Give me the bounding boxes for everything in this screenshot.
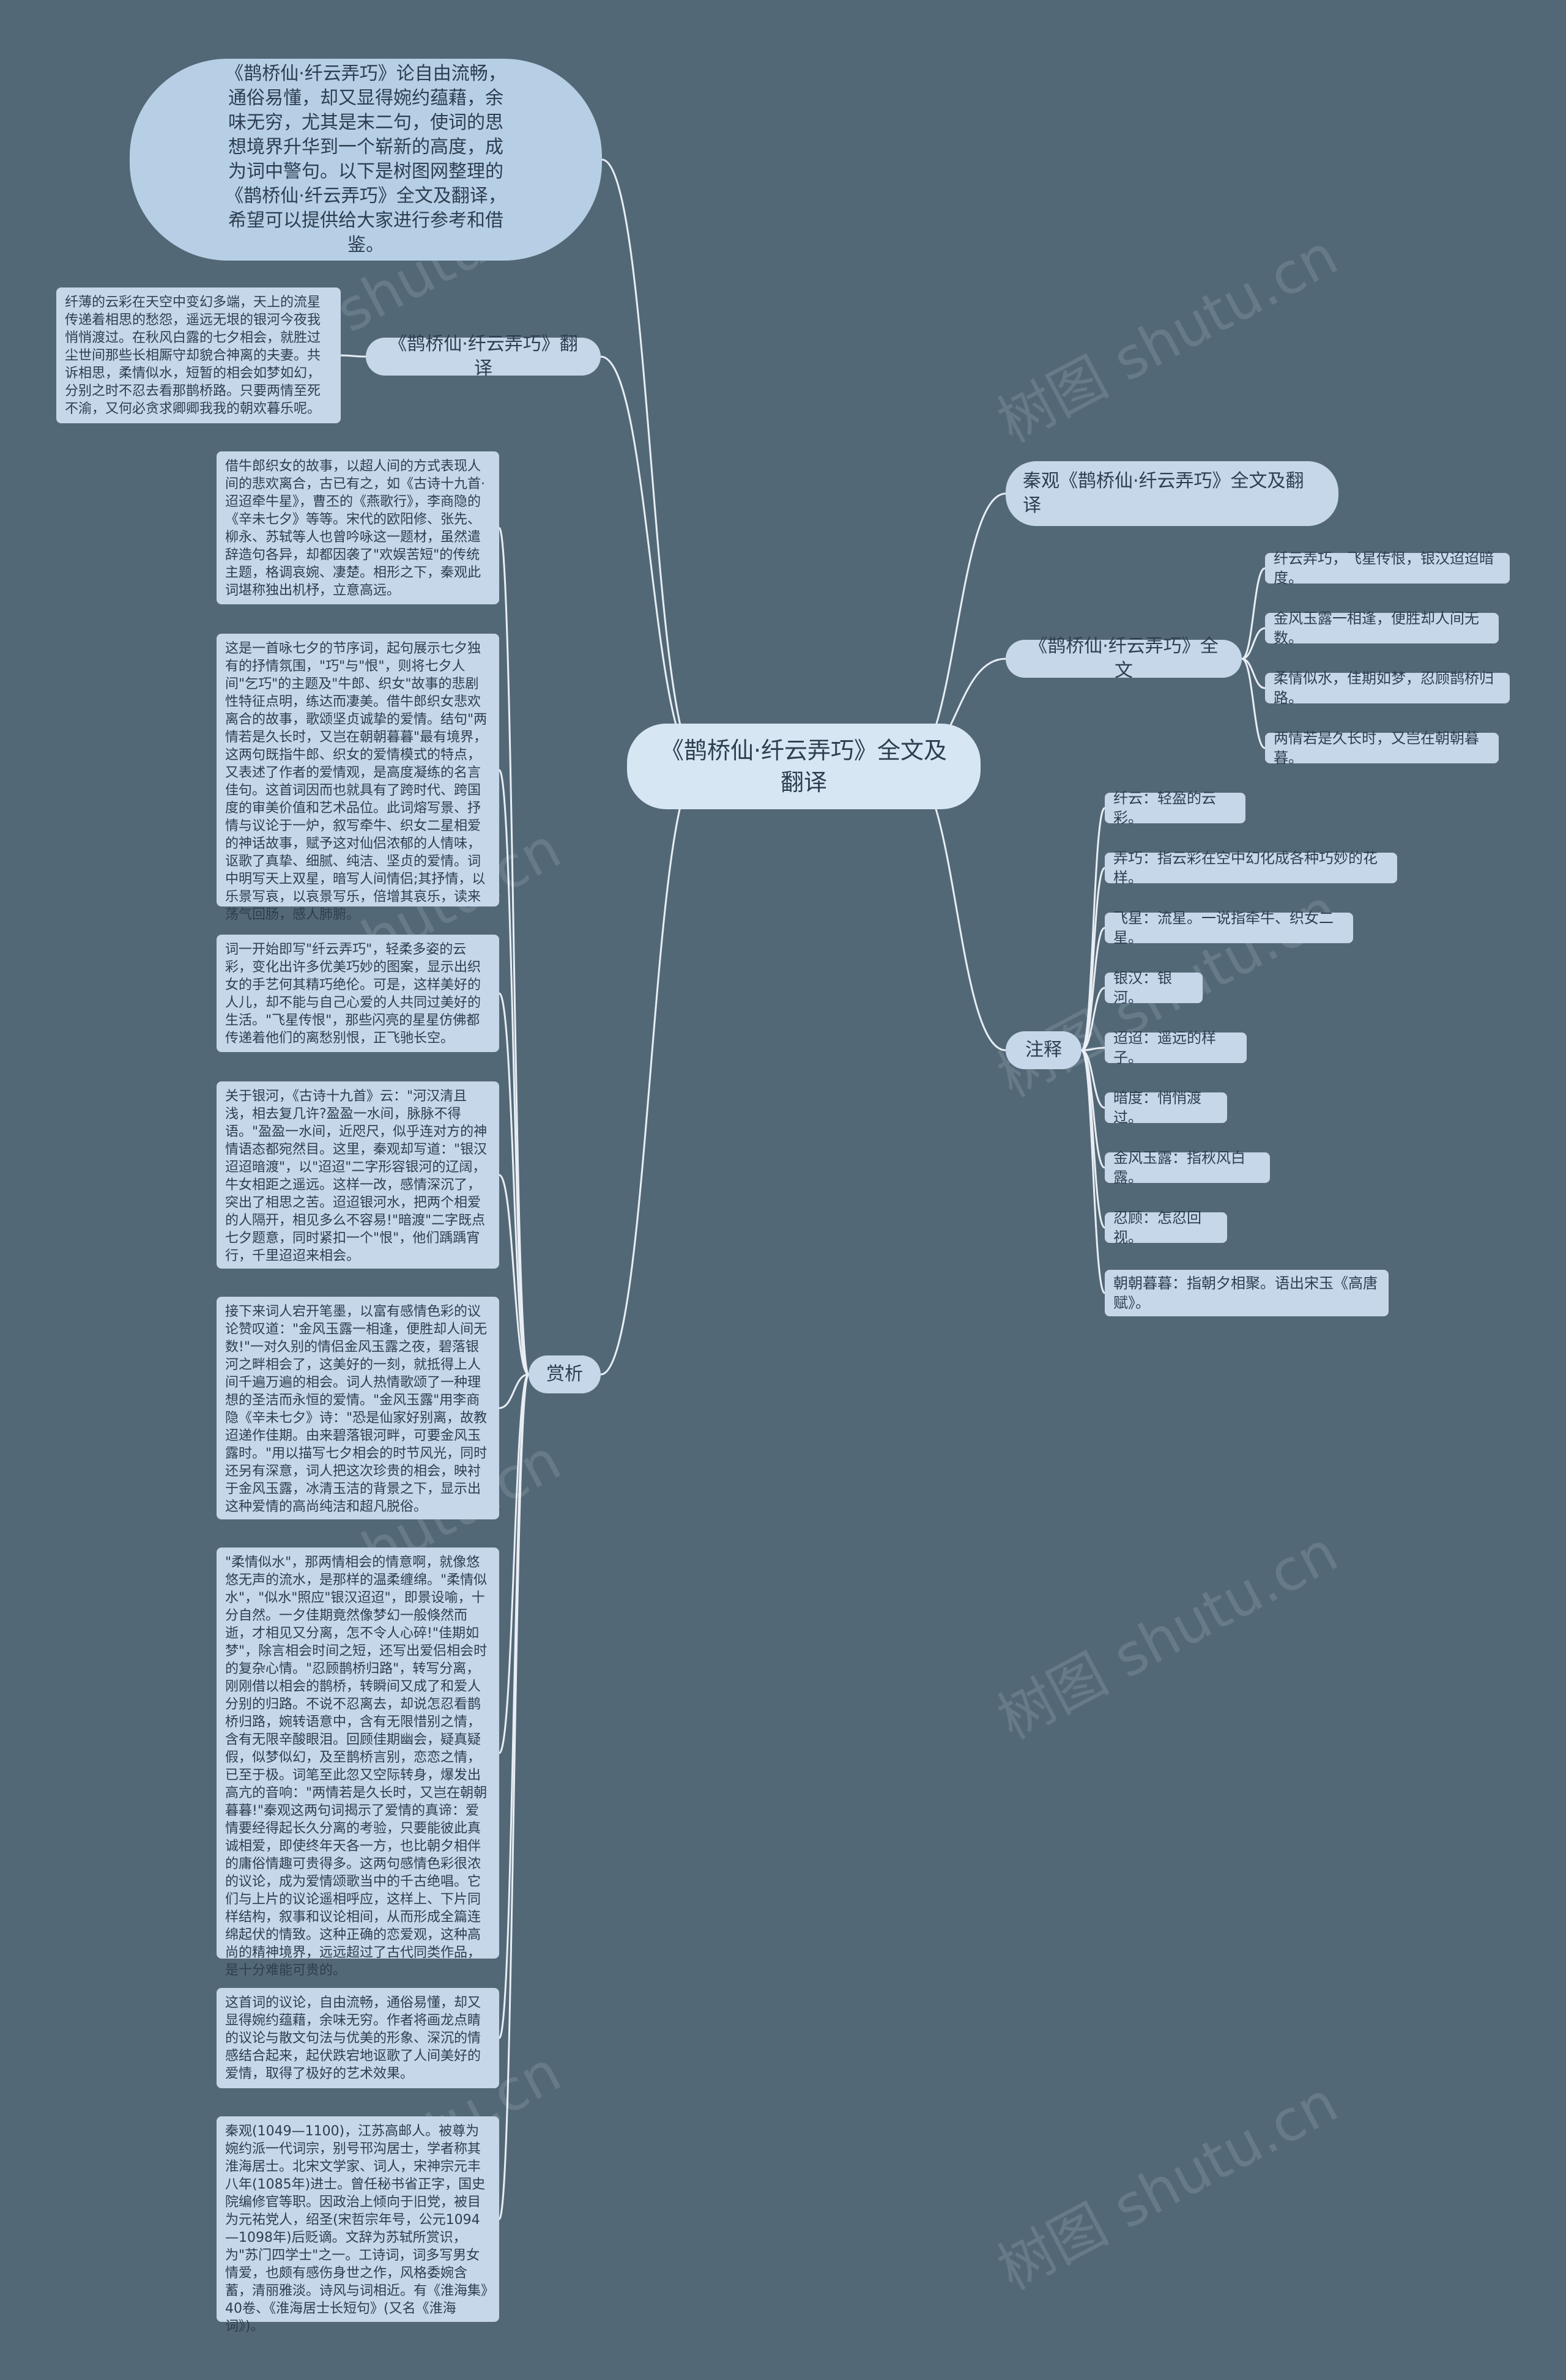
connector-line xyxy=(498,1373,530,2039)
note-item[interactable]: 弄巧：指云彩在空中幻化成各种巧妙的花样。 xyxy=(1105,850,1397,886)
fulltext-line[interactable]: 纤云弄巧，飞星传恨，银汉迢迢暗度。 xyxy=(1265,550,1510,587)
connector-line xyxy=(498,769,530,1376)
note-item-text: 暗度：悄悄渡过。 xyxy=(1113,1089,1201,1126)
fulltext-line[interactable]: 柔情似水，佳期如梦，忍顾鹊桥归路。 xyxy=(1265,670,1510,706)
note-item[interactable]: 银汉：银河。 xyxy=(1105,969,1203,1006)
note-item-text: 弄巧：指云彩在空中幻化成各种巧妙的花样。 xyxy=(1113,850,1378,886)
note-item[interactable]: 朝朝暮暮：指朝夕相聚。语出宋玉《高唐赋》。 xyxy=(1105,1270,1389,1316)
intro-text: 《鹊桥仙·纤云弄巧》论自由流畅，通俗易懂，却又显得婉约蕴藉，余味无穷，尤其是末二… xyxy=(225,63,507,256)
connector-line xyxy=(498,527,530,1376)
connector-line xyxy=(499,1174,529,1376)
appreciation-item-text: 接下来词人宕开笔墨，以富有感情色彩的议论赞叹道："金风玉露一相逢，便胜却人间无数… xyxy=(225,1304,488,1514)
fulltext-line-text: 金风玉露一相逢，便胜却人间无数。 xyxy=(1274,610,1479,647)
note-item-text: 金风玉露：指秋风白露。 xyxy=(1113,1149,1245,1186)
connector-line xyxy=(498,992,530,1376)
intro-node[interactable]: 《鹊桥仙·纤云弄巧》论自由流畅，通俗易懂，却又显得婉约蕴藉，余味无穷，尤其是末二… xyxy=(130,59,602,261)
appreciation-item[interactable]: 秦观(1049—1100)，江苏高邮人。被尊为婉约派一代词宗，别号邗沟居士，学者… xyxy=(217,2116,499,2334)
translation-text-box[interactable]: 纤薄的云彩在天空中变幻多端，天上的流星传递着相思的愁怨，遥远无垠的银河今夜我悄悄… xyxy=(56,287,341,423)
note-item[interactable]: 忍顾：怎忍回视。 xyxy=(1105,1209,1227,1246)
notes-label: 注释 xyxy=(1025,1039,1062,1061)
connector-line xyxy=(1241,627,1266,660)
notes-node[interactable]: 注释 xyxy=(1006,1031,1082,1069)
translation-node[interactable]: 《鹊桥仙·纤云弄巧》翻译 xyxy=(366,333,601,379)
appreciation-item-text: 关于银河，《古诗十九首》云："河汉清且浅，相去复几许?盈盈一水间，脉脉不得语。"… xyxy=(225,1089,488,1264)
appreciation-item-text: "柔情似水"，那两情相会的情意啊，就像悠悠无声的流水，是那样的温柔缠绵。"柔情似… xyxy=(225,1555,488,1978)
root-topic-label: 《鹊桥仙·纤云弄巧》全文及翻译 xyxy=(660,737,948,796)
fulltext-line-text: 两情若是久长时，又岂在朝朝暮暮。 xyxy=(1274,730,1479,766)
fulltext-label: 《鹊桥仙·纤云弄巧》全文 xyxy=(1029,636,1219,681)
note-item[interactable]: 纤云：轻盈的云彩。 xyxy=(1105,790,1245,826)
appreciation-item-text: 秦观(1049—1100)，江苏高邮人。被尊为婉约派一代词宗，别号邗沟居士，学者… xyxy=(225,2124,488,2334)
translation-label: 《鹊桥仙·纤云弄巧》翻译 xyxy=(388,333,578,379)
note-item-text: 银汉：银河。 xyxy=(1113,969,1172,1006)
connector-line xyxy=(1081,1047,1105,1051)
appreciation-item[interactable]: "柔情似水"，那两情相会的情意啊，就像悠悠无声的流水，是那样的温柔缠绵。"柔情似… xyxy=(217,1548,499,1978)
note-item-text: 朝朝暮暮：指朝夕相聚。语出宋玉《高唐赋》。 xyxy=(1113,1275,1378,1311)
note-item[interactable]: 迢迢：遥远的样子。 xyxy=(1105,1029,1247,1066)
appreciation-item[interactable]: 这是一首咏七夕的节序词，起句展示七夕独有的抒情氛围，"巧"与"恨"，则将七夕人间… xyxy=(217,634,499,922)
connector-line xyxy=(601,158,701,768)
connector-line xyxy=(498,1373,530,2220)
note-item-text: 飞星：流星。一说指牵牛、织女二星。 xyxy=(1113,910,1334,946)
appreciation-item[interactable]: 词一开始即写"纤云弄巧"，轻柔多姿的云彩，变化出许多优美巧妙的图案，显示出织女的… xyxy=(217,935,499,1052)
appreciation-item[interactable]: 关于银河，《古诗十九首》云："河汉清且浅，相去复几许?盈盈一水间，脉脉不得语。"… xyxy=(217,1081,499,1269)
connector-line xyxy=(600,765,701,1376)
connector-line xyxy=(1080,807,1106,1051)
note-item-text: 纤云：轻盈的云彩。 xyxy=(1113,790,1216,826)
appreciation-item-text: 词一开始即写"纤云弄巧"，轻柔多姿的云彩，变化出许多优美巧妙的图案，显示出织女的… xyxy=(225,942,481,1046)
note-item[interactable]: 飞星：流星。一说指牵牛、织女二星。 xyxy=(1105,910,1353,946)
root-topic[interactable]: 《鹊桥仙·纤云弄巧》全文及翻译 xyxy=(627,724,981,809)
connector-line xyxy=(1080,1049,1106,1294)
connector-line xyxy=(1241,567,1266,660)
appreciation-item[interactable]: 借牛郎织女的故事，以超人间的方式表现人间的悲欢离合，古已有之，如《古诗十九首·迢… xyxy=(217,451,499,604)
connector-line xyxy=(1241,658,1266,689)
appreciation-item[interactable]: 接下来词人宕开笔墨，以富有感情色彩的议论赞叹道："金风玉露一相逢，便胜却人间无数… xyxy=(217,1297,499,1519)
fulltext-line[interactable]: 两情若是久长时，又岂在朝朝暮暮。 xyxy=(1265,730,1499,766)
connector-line xyxy=(498,1373,530,1754)
fulltext-line-text: 柔情似水，佳期如梦，忍顾鹊桥归路。 xyxy=(1274,670,1494,706)
author-title-node[interactable]: 秦观《鹊桥仙·纤云弄巧》全文及翻译 xyxy=(1006,461,1338,526)
translation-text: 纤薄的云彩在天空中变幻多端，天上的流星传递着相思的愁怨，遥远无垠的银河今夜我悄悄… xyxy=(65,295,321,417)
fulltext-line-text: 纤云弄巧，飞星传恨，银汉迢迢暗度。 xyxy=(1274,550,1494,587)
appreciation-label: 赏析 xyxy=(546,1363,583,1385)
note-item[interactable]: 金风玉露：指秋风白露。 xyxy=(1105,1149,1270,1186)
connector-line xyxy=(600,355,701,768)
appreciation-item-text: 借牛郎织女的故事，以超人间的方式表现人间的悲欢离合，古已有之，如《古诗十九首·迢… xyxy=(225,459,485,598)
appreciation-item[interactable]: 这首词的议论，自由流畅，通俗易懂，却又显得婉约蕴藉，余味无穷。作者将画龙点睛的议… xyxy=(217,1988,499,2088)
connector-line xyxy=(1081,987,1105,1051)
connector-line xyxy=(1241,658,1266,749)
note-item-text: 迢迢：遥远的样子。 xyxy=(1113,1029,1216,1066)
author-title-label: 秦观《鹊桥仙·纤云弄巧》全文及翻译 xyxy=(1023,470,1304,516)
connector-line xyxy=(1081,927,1105,1051)
fulltext-line[interactable]: 金风玉露一相逢，便胜却人间无数。 xyxy=(1265,610,1499,647)
fulltext-node[interactable]: 《鹊桥仙·纤云弄巧》全文 xyxy=(1006,636,1242,681)
note-item-text: 忍顾：怎忍回视。 xyxy=(1113,1209,1201,1246)
appreciation-item-text: 这是一首咏七夕的节序词，起句展示七夕独有的抒情氛围，"巧"与"恨"，则将七夕人间… xyxy=(225,641,488,922)
appreciation-item-text: 这首词的议论，自由流畅，通俗易懂，却又显得婉约蕴藉，余味无穷。作者将画龙点睛的议… xyxy=(225,1995,481,2082)
appreciation-node[interactable]: 赏析 xyxy=(529,1355,601,1393)
connector-line xyxy=(499,1373,529,1409)
note-item[interactable]: 暗度：悄悄渡过。 xyxy=(1105,1089,1227,1126)
connector-line xyxy=(340,354,366,358)
